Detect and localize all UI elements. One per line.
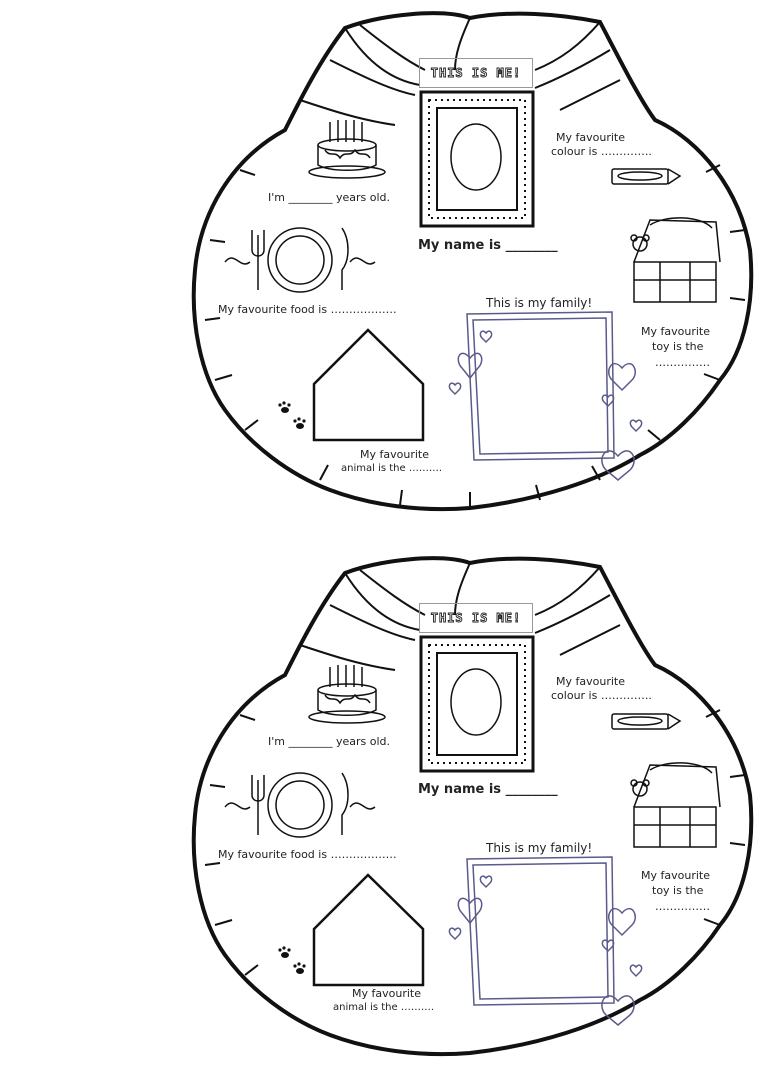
face-outline	[450, 123, 502, 191]
house-outline	[312, 328, 425, 442]
toy-line-2: toy is the	[652, 340, 704, 353]
cake-icon	[308, 120, 386, 179]
toy-chest-icon	[630, 217, 721, 303]
food-sentence: My favourite food is ………………	[218, 303, 397, 316]
paw-icon	[278, 401, 306, 429]
colour-line-2: colour is …………..	[551, 689, 652, 702]
worksheet-title: THIS IS ME!	[419, 58, 533, 88]
name-sentence: My name is ________	[418, 782, 558, 797]
colour-line-2: colour is …………..	[551, 145, 652, 158]
toy-line-3: ……………	[655, 356, 710, 369]
crayon-icon	[611, 713, 682, 730]
paw-icon	[278, 946, 306, 974]
toy-line-2: toy is the	[652, 884, 704, 897]
portrait-frame	[419, 635, 535, 773]
family-frame	[448, 856, 643, 1026]
toy-line-1: My favourite	[641, 869, 710, 882]
colour-line-1: My favourite	[556, 131, 625, 144]
crayon-icon	[611, 168, 682, 185]
age-sentence: I'm ________ years old.	[268, 735, 391, 748]
cake-icon	[308, 665, 386, 724]
animal-line-1: My favourite	[352, 987, 421, 1000]
age-sentence: I'm ________ years old.	[268, 191, 391, 204]
family-frame	[448, 311, 643, 481]
house-outline	[312, 873, 425, 987]
animal-line-2: animal is the ……….	[341, 463, 443, 474]
worksheet-bottom: THIS IS ME! I'm ________ years old. My f…	[0, 545, 768, 1065]
family-caption: This is my family!	[486, 841, 593, 855]
worksheet-top: THIS IS ME! I'm ________ years old. My f…	[0, 0, 768, 520]
plate-icon	[224, 227, 376, 293]
colour-line-1: My favourite	[556, 675, 625, 688]
toy-line-3: ……………	[655, 900, 710, 913]
food-sentence: My favourite food is ………………	[218, 848, 397, 861]
animal-line-1: My favourite	[360, 448, 429, 461]
worksheet-title: THIS IS ME!	[419, 603, 533, 633]
face-outline	[450, 668, 502, 736]
toy-line-1: My favourite	[641, 325, 710, 338]
toy-chest-icon	[630, 762, 721, 848]
shell-drawing	[191, 11, 754, 512]
plate-icon	[224, 772, 376, 838]
animal-line-2: animal is the ……….	[333, 1002, 435, 1013]
heart-shape	[457, 352, 483, 380]
family-caption: This is my family!	[486, 296, 593, 310]
portrait-frame	[419, 90, 535, 228]
name-sentence: My name is ________	[418, 238, 558, 253]
